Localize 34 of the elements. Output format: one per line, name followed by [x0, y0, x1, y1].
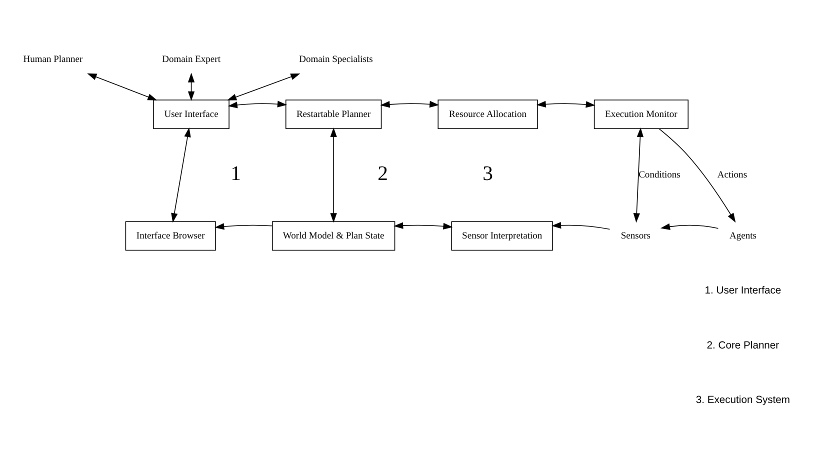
- node-box: User Interface: [153, 100, 230, 130]
- arrow: [536, 100, 596, 108]
- node-text: Sensors: [620, 231, 650, 242]
- label: 3: [482, 163, 493, 186]
- arrow: [394, 222, 453, 230]
- arrow: [552, 222, 610, 230]
- edge-label: Conditions: [638, 170, 680, 181]
- label: 3. Execution System: [696, 395, 790, 406]
- node-box: Execution Monitor: [594, 100, 688, 130]
- node-text: Domain Expert: [162, 54, 220, 65]
- arrow: [633, 127, 644, 223]
- arrow: [330, 127, 337, 223]
- edge-label: Actions: [717, 170, 748, 181]
- node-text: Agents: [729, 231, 756, 242]
- arrow: [380, 100, 440, 108]
- node-box: Sensor Interpretation: [451, 221, 553, 251]
- label: 1. User Interface: [704, 286, 782, 297]
- node-text: Human Planner: [23, 54, 83, 65]
- arrow: [226, 73, 300, 100]
- node-box: Restartable Planner: [285, 100, 382, 130]
- arrow: [214, 223, 273, 230]
- label: 2: [378, 163, 388, 186]
- label: 2. Core Planner: [706, 340, 780, 352]
- node-box: Resource Allocation: [438, 100, 538, 130]
- arrow: [188, 72, 195, 101]
- label: 1: [230, 163, 241, 186]
- node-box: Interface Browser: [125, 221, 216, 251]
- arrow: [171, 127, 191, 223]
- arrow: [228, 100, 288, 108]
- node-box: World Model & Plan State: [272, 221, 396, 251]
- arrow: [658, 128, 736, 223]
- arrow: [660, 223, 719, 230]
- arrow: [87, 73, 158, 100]
- node-text: Domain Specialists: [299, 54, 373, 65]
